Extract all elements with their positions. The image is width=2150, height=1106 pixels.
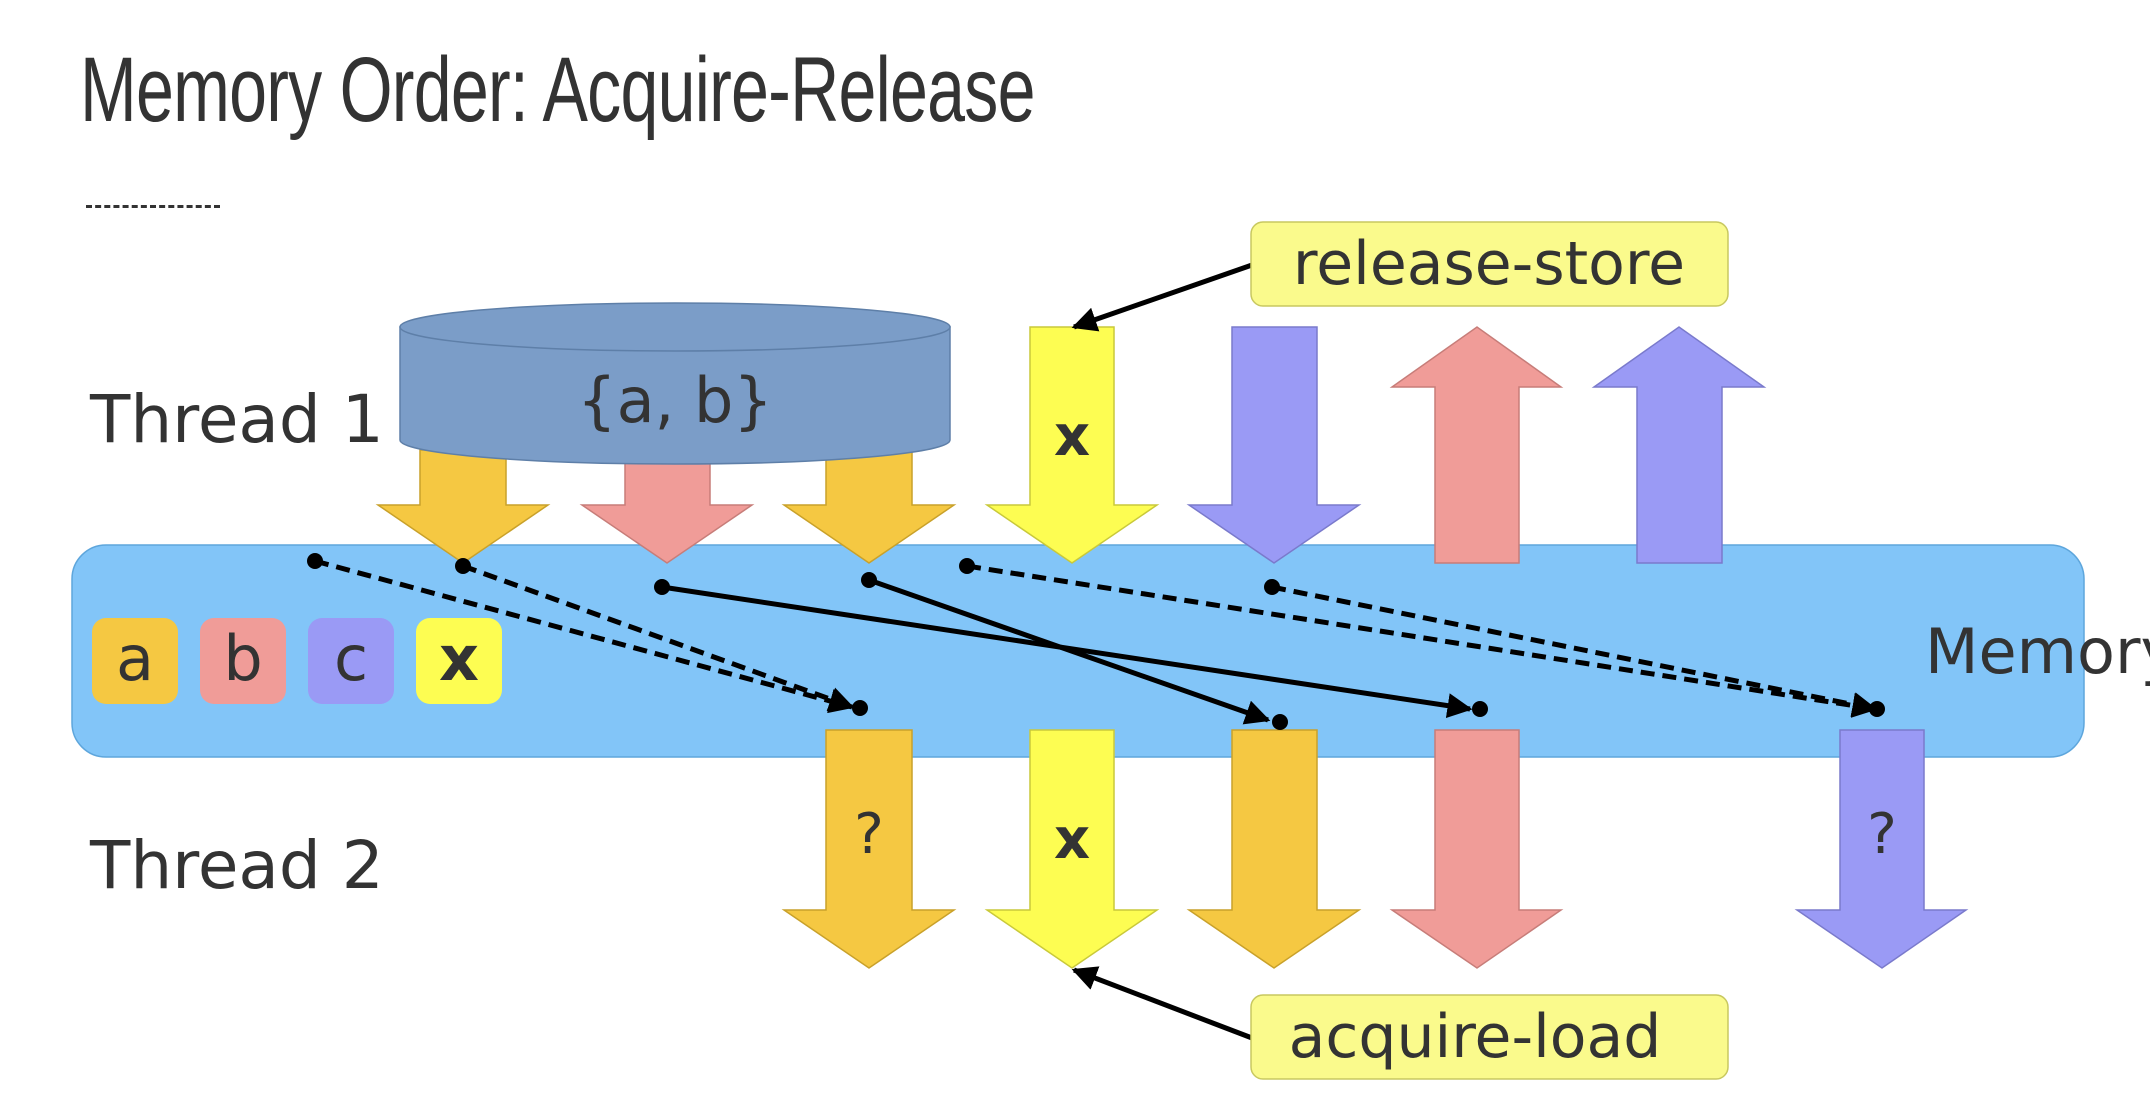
var-box-c [308, 618, 394, 704]
thread2-load-c-unknown-arrow [1794, 729, 1969, 969]
release-store-callout: release-store [1071, 221, 1729, 332]
thread2-label: Thread 2 [89, 827, 384, 904]
memory-flow-lines [314, 558, 1878, 725]
memory-label: Memory [1925, 615, 2150, 688]
var-box-x [416, 618, 502, 704]
var-label-x: x [439, 622, 479, 695]
flow-dot [852, 700, 868, 716]
flow-dot [1264, 579, 1280, 595]
flow-dot [959, 558, 975, 574]
flow-endpoints [307, 553, 1885, 730]
release-store-label: release-store [1293, 229, 1685, 299]
flow-dot [1272, 714, 1288, 730]
flow-dashed-a-2 [462, 563, 855, 712]
flow-dot [307, 553, 323, 569]
stored-set-label: {a, b} [577, 364, 773, 437]
thread1-load-b-arrow [1389, 326, 1564, 564]
thread2-load-a-unknown-arrow [781, 729, 957, 969]
flow-dashed-a-1 [314, 558, 855, 714]
flow-dashed-c-2 [1271, 584, 1878, 717]
thread1-load-c-arrow [1591, 326, 1767, 564]
var-label-a: a [116, 622, 154, 695]
memory-variables: a b c x [92, 618, 502, 704]
flow-solid-a [868, 577, 1271, 725]
flow-dot [1869, 701, 1885, 717]
flow-dot [861, 572, 877, 588]
acquire-load-label: acquire-load [1289, 1002, 1662, 1072]
acquire-load-callout: acquire-load [1071, 966, 1729, 1080]
flow-dot [654, 579, 670, 595]
flow-dot [455, 558, 471, 574]
release-store-box [1250, 221, 1729, 307]
thread1-x-label: x [1054, 404, 1090, 469]
acquire-load-box [1250, 994, 1729, 1080]
thread2-x-label: x [1054, 807, 1090, 872]
stored-set-cylinder: {a, b} [399, 302, 951, 465]
thread1-release-store-x-arrow [984, 326, 1160, 564]
thread1-store-c-arrow [1186, 326, 1362, 564]
thread1-label: Thread 1 [89, 381, 384, 458]
thread2-unknown-a-label: ? [854, 802, 884, 867]
var-box-b [200, 618, 286, 704]
var-label-c: c [334, 622, 368, 695]
page-title: Memory Order: Acquire-Release [80, 39, 1035, 141]
thread2-load-a-arrow [1186, 729, 1362, 969]
thread2-acquire-load-x-arrow [984, 729, 1160, 969]
thread2-load-b-arrow [1389, 729, 1564, 969]
var-label-b: b [223, 622, 262, 695]
flow-dot [1472, 701, 1488, 717]
thread2-unknown-c-label: ? [1867, 802, 1897, 867]
var-box-a [92, 618, 178, 704]
title-rule [86, 205, 220, 208]
thread1-store-a-arrow-2 [781, 449, 957, 564]
